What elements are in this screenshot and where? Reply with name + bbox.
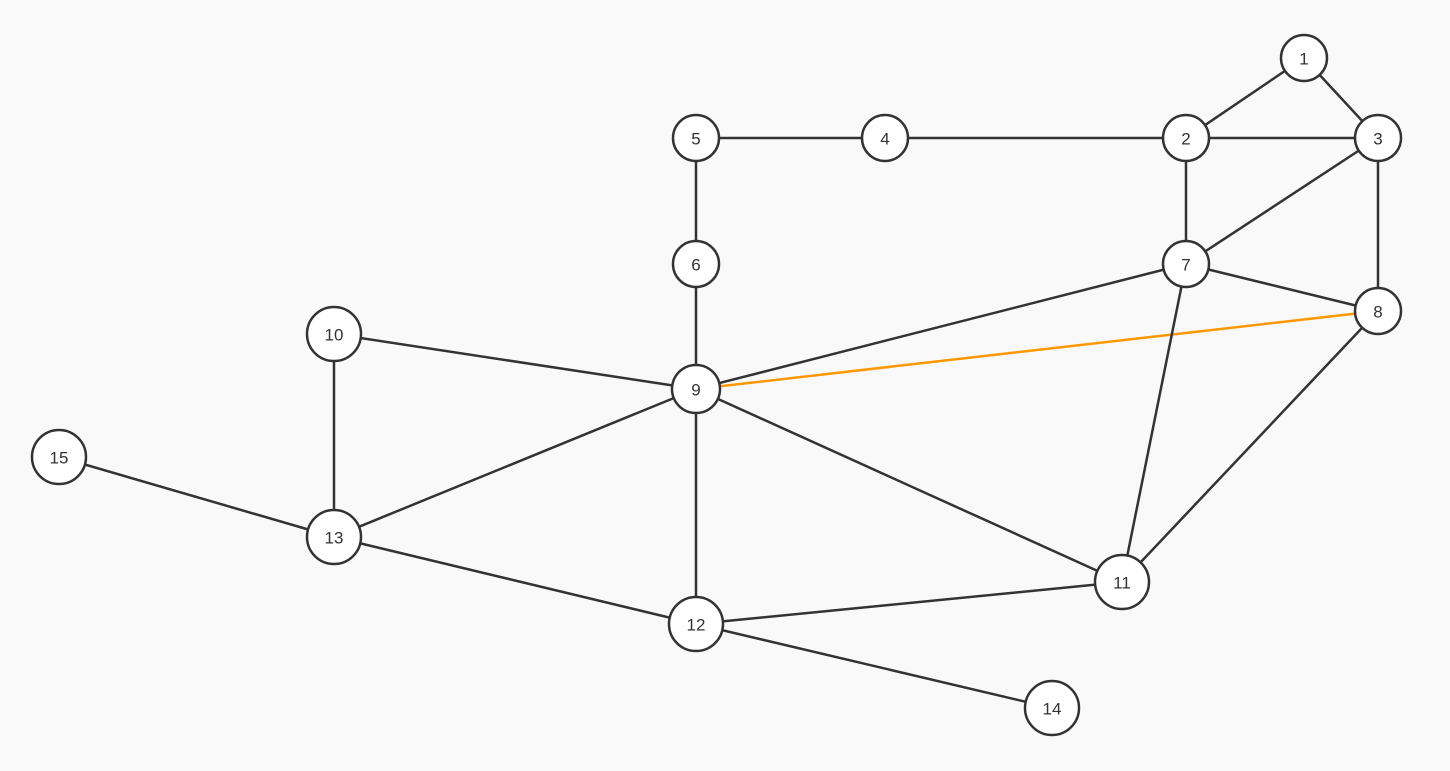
node-label: 7 — [1181, 256, 1190, 275]
node-circle[interactable] — [1353, 113, 1403, 163]
node-circle[interactable] — [670, 363, 722, 415]
node-circle[interactable] — [671, 239, 721, 289]
node-label: 14 — [1043, 700, 1062, 719]
edge-9-11[interactable] — [695, 387, 1123, 584]
edge-12-14[interactable] — [695, 622, 1053, 710]
node-circle[interactable] — [1279, 33, 1329, 83]
node-circle[interactable] — [30, 428, 88, 486]
node-7[interactable]: 7 — [1161, 239, 1211, 289]
node-label: 8 — [1373, 303, 1382, 322]
node-circle[interactable] — [671, 113, 721, 163]
edge-9-13[interactable] — [333, 387, 697, 539]
node-4[interactable]: 4 — [860, 113, 910, 163]
node-11[interactable]: 11 — [1093, 553, 1151, 611]
node-10[interactable]: 10 — [305, 305, 363, 363]
edge-9-8-highlighted[interactable] — [695, 309, 1379, 391]
node-circle[interactable] — [1161, 239, 1211, 289]
node-circle[interactable] — [860, 113, 910, 163]
node-5[interactable]: 5 — [671, 113, 721, 163]
node-label: 10 — [325, 326, 344, 345]
node-label: 12 — [687, 616, 706, 635]
node-3[interactable]: 3 — [1353, 113, 1403, 163]
node-label: 9 — [691, 381, 700, 400]
node-label: 4 — [880, 130, 889, 149]
node-label: 11 — [1113, 574, 1131, 593]
node-circle[interactable] — [1093, 553, 1151, 611]
node-2[interactable]: 2 — [1161, 113, 1211, 163]
node-circle[interactable] — [1353, 286, 1403, 336]
node-label: 5 — [691, 130, 700, 149]
edge-10-9[interactable] — [333, 332, 697, 391]
node-circle[interactable] — [1161, 113, 1211, 163]
node-circle[interactable] — [305, 305, 363, 363]
node-14[interactable]: 14 — [1023, 679, 1081, 737]
node-8[interactable]: 8 — [1353, 286, 1403, 336]
edge-3-7[interactable] — [1185, 136, 1379, 266]
node-label: 3 — [1373, 130, 1382, 149]
node-label: 15 — [50, 449, 69, 468]
node-label: 1 — [1299, 50, 1308, 69]
edge-8-11[interactable] — [1121, 310, 1379, 583]
node-label: 2 — [1181, 130, 1190, 149]
node-circle[interactable] — [667, 595, 725, 653]
node-15[interactable]: 15 — [30, 428, 88, 486]
edge-7-8[interactable] — [1185, 262, 1379, 313]
edge-13-12[interactable] — [333, 535, 697, 626]
edge-15-13[interactable] — [58, 455, 335, 539]
node-circle[interactable] — [305, 508, 363, 566]
edge-7-11[interactable] — [1120, 263, 1188, 583]
node-9[interactable]: 9 — [670, 363, 722, 415]
node-label: 13 — [325, 529, 344, 548]
node-1[interactable]: 1 — [1279, 33, 1329, 83]
node-13[interactable]: 13 — [305, 508, 363, 566]
node-6[interactable]: 6 — [671, 239, 721, 289]
edge-12-11[interactable] — [695, 580, 1123, 626]
edge-7-9[interactable] — [695, 262, 1187, 391]
node-12[interactable]: 12 — [667, 595, 725, 653]
node-circle[interactable] — [1023, 679, 1081, 737]
node-label: 6 — [691, 256, 700, 275]
